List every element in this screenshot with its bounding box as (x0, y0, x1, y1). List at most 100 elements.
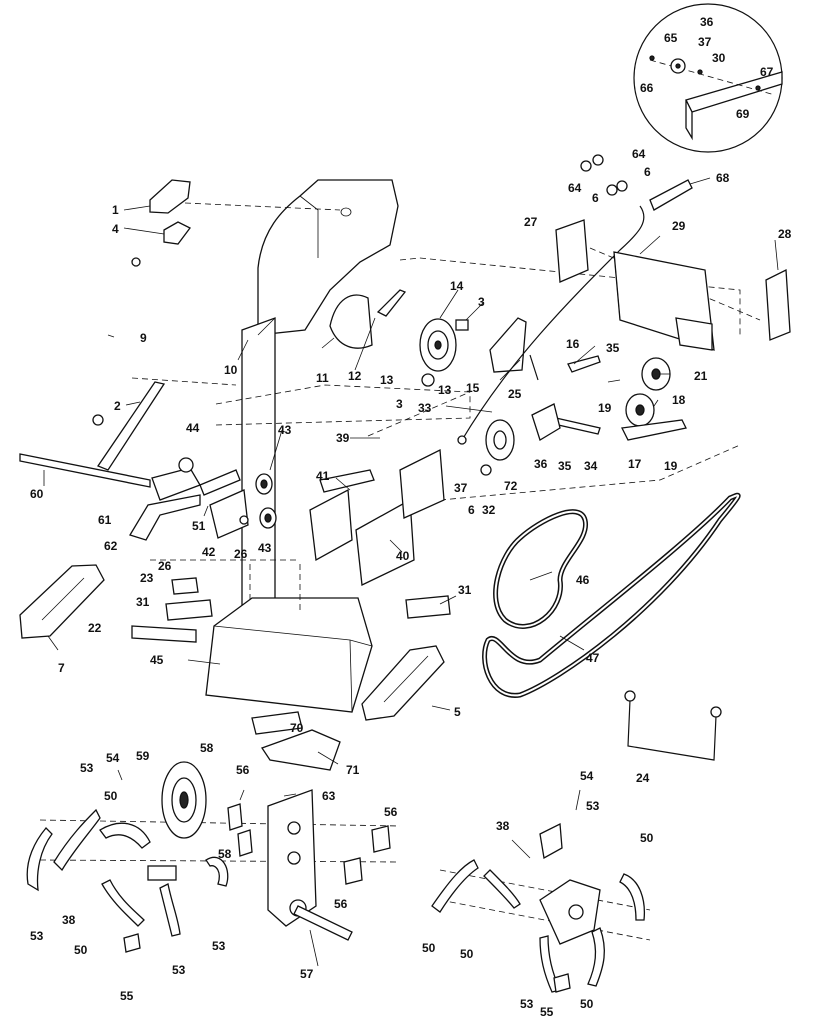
label-42: 42 (202, 545, 216, 559)
brackets-40-41 (309, 448, 445, 586)
label-53b: 53 (30, 929, 44, 943)
label-35b: 35 (558, 459, 572, 473)
label-70: 70 (290, 721, 304, 735)
label-21: 21 (694, 369, 708, 383)
skid-7 (19, 564, 105, 639)
pads (131, 577, 451, 643)
label-27: 27 (524, 215, 538, 229)
label-43a: 43 (278, 423, 292, 437)
label-13a: 13 (380, 373, 394, 387)
label-53e: 53 (586, 799, 600, 813)
label-28: 28 (778, 227, 792, 241)
label-53d: 53 (212, 939, 226, 953)
label-61: 61 (98, 513, 112, 527)
label-51: 51 (192, 519, 206, 533)
label-65: 65 (664, 31, 678, 45)
base-box (205, 597, 373, 713)
label-71: 71 (346, 763, 360, 777)
label-68: 68 (716, 171, 730, 185)
tine-assembly-right (431, 822, 651, 993)
label-66: 66 (640, 81, 654, 95)
label-23: 23 (140, 571, 154, 585)
label-33: 33 (418, 401, 432, 415)
label-18: 18 (672, 393, 686, 407)
label-60: 60 (30, 487, 44, 501)
label-38a: 38 (62, 913, 76, 927)
shield-11 (329, 294, 373, 349)
handle-24 (624, 690, 722, 761)
label-53f: 53 (520, 997, 534, 1011)
part-labels: 1 4 9 2 60 61 62 44 51 42 26 26 43 43 10… (30, 15, 792, 1019)
label-17: 17 (628, 457, 642, 471)
label-57: 57 (300, 967, 314, 981)
label-55b: 55 (540, 1005, 554, 1019)
label-6a: 6 (468, 503, 475, 517)
label-46: 46 (576, 573, 590, 587)
label-3a: 3 (478, 295, 485, 309)
label-12: 12 (348, 369, 362, 383)
label-44: 44 (186, 421, 200, 435)
label-50c: 50 (640, 831, 654, 845)
rod-2 (97, 381, 166, 471)
label-36b: 36 (700, 15, 714, 29)
label-56c: 56 (334, 897, 348, 911)
label-29: 29 (672, 219, 686, 233)
housing (241, 179, 399, 661)
label-19a: 19 (598, 401, 612, 415)
label-37a: 37 (454, 481, 468, 495)
label-13b: 13 (438, 383, 452, 397)
reference-planes (131, 202, 761, 610)
bracket-28 (765, 268, 791, 341)
label-50e: 50 (460, 947, 474, 961)
label-50b: 50 (74, 943, 88, 957)
lever-assembly (129, 457, 249, 541)
label-63: 63 (322, 789, 336, 803)
label-56b: 56 (384, 805, 398, 819)
label-32: 32 (482, 503, 496, 517)
label-53c: 53 (172, 963, 186, 977)
label-19b: 19 (664, 459, 678, 473)
label-11: 11 (316, 371, 329, 385)
label-67: 67 (760, 65, 774, 79)
lever-68 (580, 154, 693, 211)
label-72: 72 (504, 479, 518, 493)
brackets-70-71 (251, 711, 341, 771)
label-5: 5 (454, 705, 461, 719)
skid-5 (361, 645, 445, 721)
label-62: 62 (104, 539, 118, 553)
label-43b: 43 (258, 541, 272, 555)
tine-assembly-left (26, 761, 401, 953)
label-30: 30 (712, 51, 726, 65)
label-53a: 53 (80, 761, 94, 775)
cable-9 (92, 257, 141, 426)
label-6c: 6 (592, 191, 599, 205)
label-31a: 31 (136, 595, 150, 609)
pulley-72 (480, 419, 515, 476)
label-15: 15 (466, 381, 480, 395)
label-64a: 64 (632, 147, 646, 161)
label-10: 10 (224, 363, 238, 377)
label-16: 16 (566, 337, 580, 351)
label-50a: 50 (104, 789, 118, 803)
label-55a: 55 (120, 989, 134, 1003)
label-14: 14 (450, 279, 464, 293)
label-24: 24 (636, 771, 650, 785)
frame-29 (613, 251, 715, 351)
label-35a: 35 (606, 341, 620, 355)
label-59: 59 (136, 749, 150, 763)
label-69: 69 (736, 107, 750, 121)
label-58a: 58 (200, 741, 214, 755)
label-39: 39 (336, 431, 350, 445)
label-9: 9 (140, 331, 147, 345)
idler-pulleys (621, 357, 687, 441)
label-1: 1 (112, 203, 119, 217)
belts (482, 492, 741, 698)
pulleys-43 (255, 473, 277, 529)
control-cable (457, 205, 645, 445)
label-25: 25 (508, 387, 522, 401)
label-26a: 26 (234, 547, 248, 561)
label-31b: 31 (458, 583, 472, 597)
label-22: 22 (88, 621, 102, 635)
label-47: 47 (586, 651, 600, 665)
